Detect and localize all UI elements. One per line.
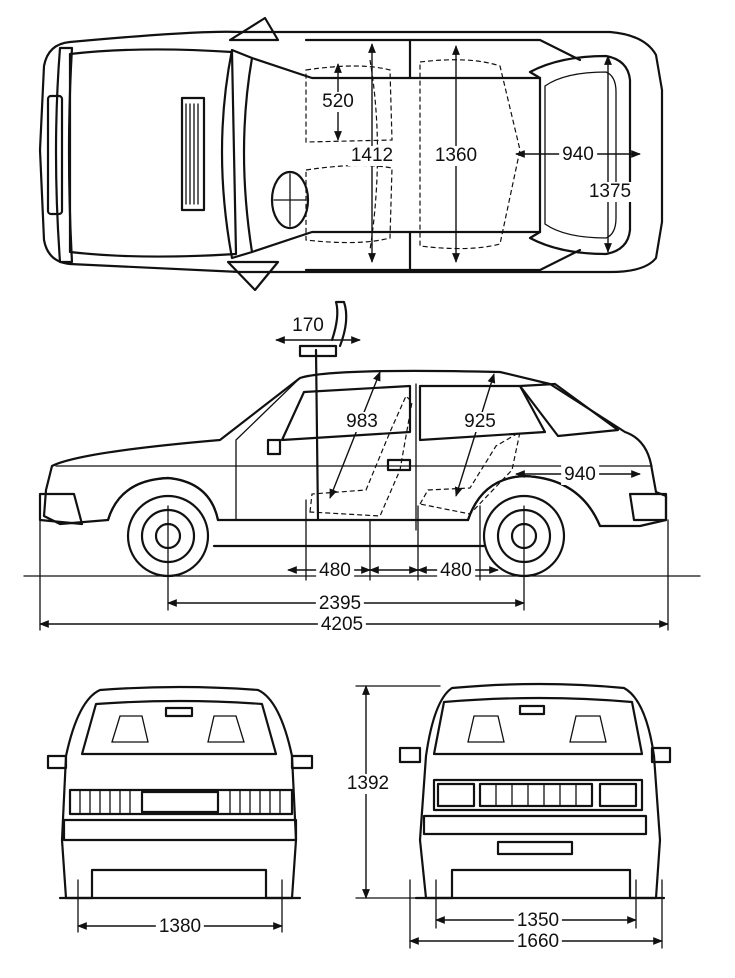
dim-seat-travel: 170 xyxy=(289,316,327,336)
dim-top-interior-width-front: 1412 xyxy=(347,146,397,166)
dim-front-headroom: 983 xyxy=(343,412,381,432)
dim-top-seat-depth: 520 xyxy=(319,92,357,112)
dim-top-cargo-length: 940 xyxy=(559,145,597,165)
rear-view xyxy=(46,685,314,900)
dim-side-cargo-length: 940 xyxy=(561,465,599,485)
front-view xyxy=(398,682,672,900)
dim-rear-headroom: 925 xyxy=(461,412,499,432)
dim-front-legroom: 480 xyxy=(316,561,354,581)
dim-front-track: 1350 xyxy=(513,911,563,931)
dim-overall-length: 4205 xyxy=(317,615,367,635)
dim-rear-legroom: 480 xyxy=(437,561,475,581)
dim-wheelbase: 2395 xyxy=(315,594,365,614)
dimension-lines xyxy=(23,43,701,949)
dim-overall-width: 1660 xyxy=(513,932,563,952)
dim-top-cargo-width: 1375 xyxy=(585,182,635,202)
dim-top-interior-width-rear: 1360 xyxy=(431,146,481,166)
dim-rear-track: 1380 xyxy=(155,917,205,937)
dim-height: 1392 xyxy=(343,774,393,794)
